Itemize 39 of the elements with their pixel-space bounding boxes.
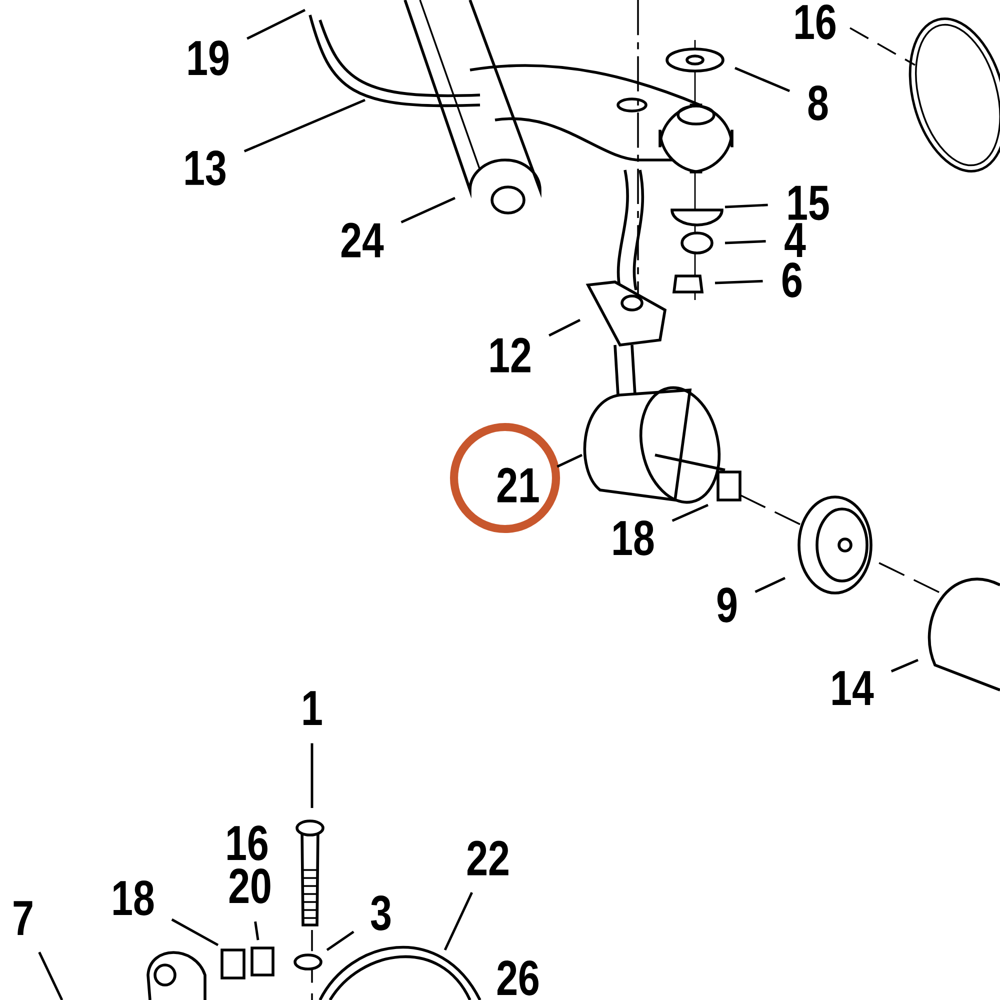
callout-number: 6 <box>782 262 802 298</box>
leader-line <box>444 892 473 951</box>
callout-number: 22 <box>467 840 508 876</box>
callout-number: 13 <box>186 150 226 186</box>
callout-number: 20 <box>229 868 270 904</box>
leader-line <box>548 318 581 337</box>
callout-number: 21 <box>497 468 539 502</box>
callout-number: 3 <box>370 896 391 930</box>
leader-line <box>754 576 786 593</box>
leader-line <box>244 98 366 152</box>
leader-line <box>734 66 790 92</box>
callout-number: 8 <box>808 86 828 120</box>
callout-number: 18 <box>614 520 654 556</box>
leader-line <box>310 743 314 808</box>
callout-number: 24 <box>341 222 384 258</box>
callout-number: 4 <box>784 223 806 257</box>
callout-number: 12 <box>490 338 530 372</box>
leader-line <box>556 454 583 468</box>
leader-line <box>724 204 768 208</box>
leader-line <box>246 8 306 40</box>
leader-line <box>254 921 260 940</box>
callout-number: 1 <box>304 691 322 725</box>
leader-line <box>38 952 64 1000</box>
callout-number: 26 <box>497 960 538 996</box>
callout-number: 18 <box>114 880 154 916</box>
leader-line <box>890 658 918 672</box>
callout-number: 9 <box>717 588 737 622</box>
leader-line <box>724 240 766 244</box>
callout-number: 19 <box>188 40 228 76</box>
leader-line <box>400 196 456 224</box>
leader-line <box>171 918 219 946</box>
callout-number: 15 <box>788 186 829 220</box>
leader-line <box>326 930 354 952</box>
leader-line <box>714 280 763 284</box>
callout-number: 7 <box>14 901 32 935</box>
callout-number: 16 <box>228 826 268 860</box>
callout-number: 14 <box>832 671 874 705</box>
leader-line <box>672 504 708 522</box>
callout-number: 16 <box>796 4 836 40</box>
